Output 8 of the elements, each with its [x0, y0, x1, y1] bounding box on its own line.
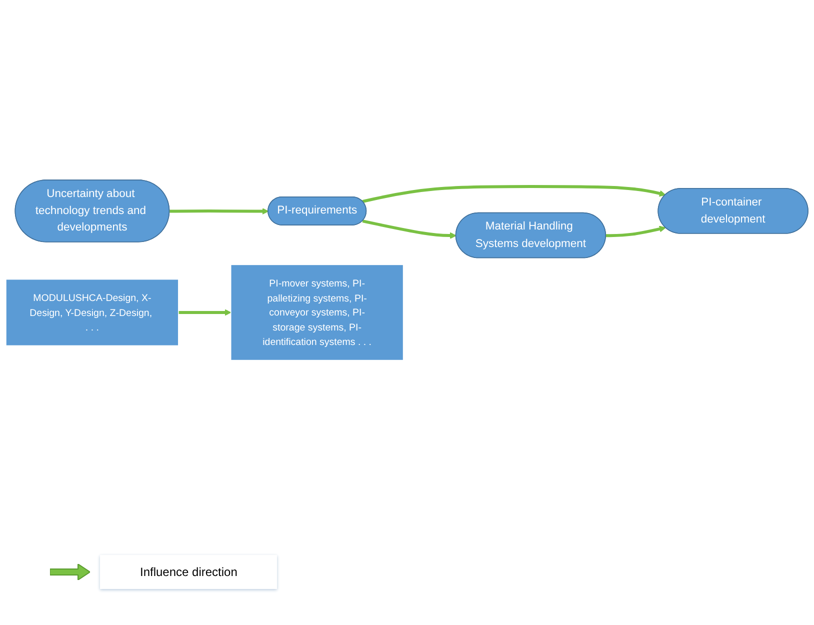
- arrow: [178, 309, 232, 316]
- arrow: [606, 226, 666, 237]
- node-box: MODULUSHCA-Design, X-Design, Y-Design, Z-Design, . . .: [6, 278, 179, 346]
- node-box: PI-mover systems, PI-palletizing systems, PI-conveyor systems, PI-storage systems, PI-identification systems . . .: [230, 264, 404, 360]
- arrow: [362, 219, 456, 239]
- arrow: [170, 208, 269, 214]
- legend-label: Influence direction: [100, 555, 278, 589]
- arrow: [362, 184, 666, 203]
